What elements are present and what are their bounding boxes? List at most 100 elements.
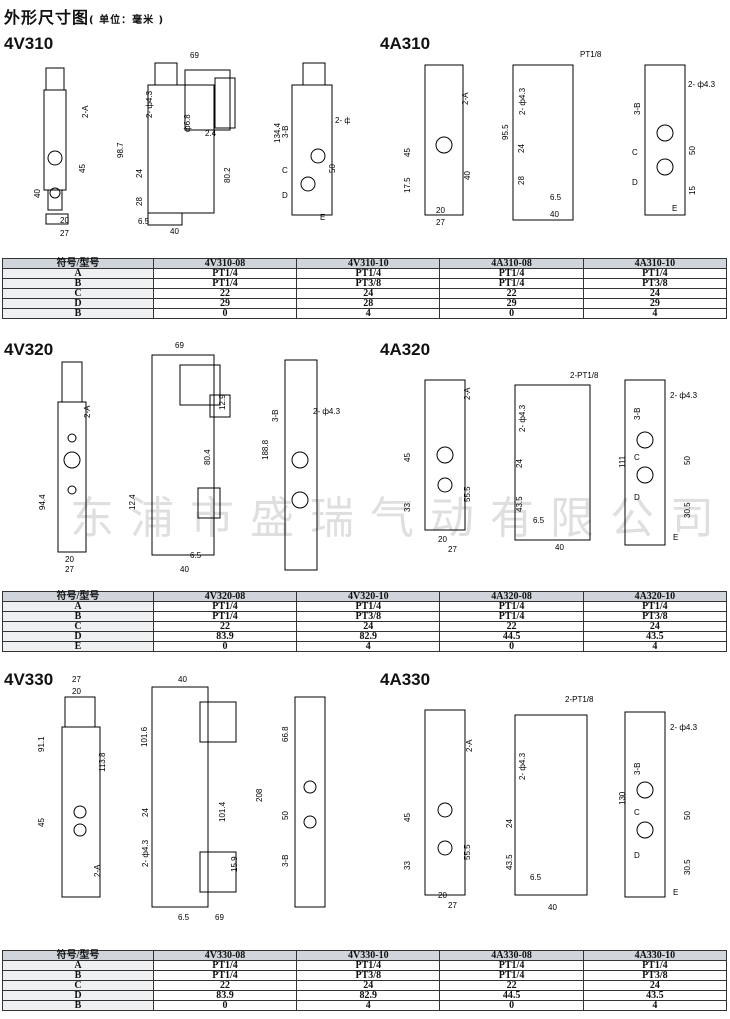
dim-total: 134.4 [273, 122, 282, 143]
dim-27-2: 27 [65, 565, 74, 574]
dim-45b: 45 [403, 148, 412, 157]
dim-24c: 24 [517, 144, 526, 153]
model-label-4a330: 4A330 [380, 670, 431, 689]
dim-hole-3r: 2- ф4.3 [518, 752, 527, 780]
dim-69-3: 69 [215, 913, 224, 922]
dim-65-2: 6.5 [190, 551, 202, 560]
dim-50-2: 50 [683, 456, 692, 465]
dim-pt18-3: 2-PT1/8 [565, 695, 594, 704]
model-label-4v330: 4V330 [4, 670, 54, 689]
dim-1138: 113.8 [98, 752, 107, 772]
dim-1014: 101.4 [218, 801, 227, 822]
dim-24a: 2.4 [205, 129, 217, 138]
dim-20b: 20 [436, 206, 445, 215]
dim-phi: ф6.8 [183, 114, 192, 132]
dim-24b: 24 [135, 169, 144, 178]
dim-2a-2r: 2-A [463, 387, 472, 400]
dim-2a-right: 2-A [461, 92, 470, 105]
dim-20-2r: 20 [438, 535, 447, 544]
dim-45a: 45 [78, 164, 87, 173]
dim-305-3: 30.5 [683, 859, 692, 875]
dim-175: 17.5 [403, 177, 412, 193]
dim-45-2: 45 [403, 453, 412, 462]
dim-33-2: 33 [403, 503, 412, 512]
dim-555-3: 55.5 [463, 844, 472, 860]
dim-c-2: C [634, 453, 640, 462]
dim-3b-2: 3-B [271, 410, 280, 422]
dim-3b-2r: 3-B [633, 408, 642, 420]
dim-40-3: 40 [178, 675, 187, 684]
dim-d-right: D [632, 178, 638, 187]
dim-20a: 20 [60, 216, 69, 225]
company-watermark: 东浦市盛瑞气动有限公司 [70, 493, 730, 544]
dim-45-3r: 45 [403, 813, 412, 822]
model-label-4v310: 4V310 [4, 34, 54, 53]
model-label-4v320: 4V320 [4, 340, 54, 359]
dim-40d: 40 [550, 210, 559, 219]
dim-668: 66.8 [281, 726, 290, 742]
drawing-4v330: 20 27 40 91.1 113.8 45 2-A 101.6 101.4 2… [30, 672, 350, 927]
dim-2a-2: 2-A [83, 405, 92, 418]
model-label-4a310: 4A310 [380, 34, 431, 53]
dim-1016: 101.6 [140, 726, 149, 747]
dim-d-3: D [634, 851, 640, 860]
dim-955: 95.5 [501, 124, 510, 140]
dim-159: 15.9 [230, 856, 239, 872]
dim-24-3r: 24 [505, 819, 514, 828]
dim-129: 12.9 [218, 394, 227, 410]
dim-305-2: 30.5 [683, 502, 692, 518]
dim-944: 94.4 [38, 494, 47, 510]
dim-3b-right: 3-B [633, 103, 642, 115]
dim-208: 208 [255, 788, 264, 802]
dim-435-3: 43.5 [505, 854, 514, 870]
dim-804: 80.4 [203, 449, 212, 465]
dim-width-top: 69 [190, 51, 199, 60]
dim-3b-3r: 3-B [633, 763, 642, 775]
model-label-4a320: 4A320 [380, 340, 431, 359]
dim-65b: 6.5 [550, 193, 562, 202]
dim-28a: 28 [135, 197, 144, 206]
dim-27b: 27 [436, 218, 445, 227]
dim-h1: 98.7 [116, 142, 125, 158]
dim-24-3: 24 [141, 808, 150, 817]
dim-hole-2: 2- ф4.3 [313, 407, 341, 416]
dim-c: C [282, 166, 288, 175]
dim-hole-b: 2- ф4.3 [335, 116, 350, 125]
dim-hole: 2- ф4.3 [145, 90, 154, 118]
dim-28b: 28 [517, 176, 526, 185]
dim-65-2r: 6.5 [533, 516, 545, 525]
dim-65-3: 6.5 [178, 913, 190, 922]
dim-e-3: E [673, 888, 678, 897]
dim-pt18: PT1/8 [580, 50, 602, 59]
dim-24-2: 24 [515, 459, 524, 468]
dim-hole-3rb: 2- ф4.3 [670, 723, 698, 732]
dim-27-2r: 27 [448, 545, 457, 554]
dim-124: 12.4 [128, 494, 137, 510]
dim-555-2: 55.5 [463, 486, 472, 502]
dim-65a: 6.5 [138, 217, 150, 226]
dim-20-3: 20 [72, 687, 81, 696]
dim-20-2: 20 [65, 555, 74, 564]
dim-hole-3: 2- ф4.3 [141, 839, 150, 867]
dim-45-3: 45 [37, 818, 46, 827]
dim-width-top-2: 69 [175, 341, 184, 350]
dim-40-2r: 40 [555, 543, 564, 552]
dim-65-3r: 6.5 [530, 873, 542, 882]
dim-27a: 27 [60, 229, 69, 238]
dim-1888: 188.8 [261, 439, 270, 460]
